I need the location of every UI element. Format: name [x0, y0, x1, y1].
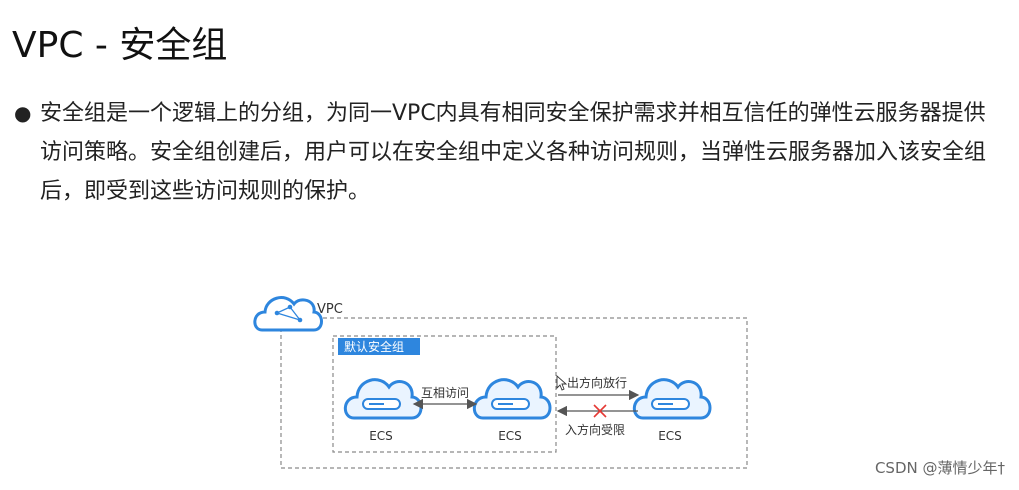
mutual-access-label: 互相访问 [421, 386, 469, 400]
ecs-label-1: ECS [369, 429, 393, 443]
ecs-label-3: ECS [658, 429, 682, 443]
ecs-cloud-icon [472, 378, 552, 420]
bullet-text: 安全组是一个逻辑上的分组，为同一VPC内具有相同安全保护需求并相互信任的弹性云服… [40, 101, 987, 204]
security-group-tag [338, 338, 420, 355]
slide-title: VPC - 安全组 [12, 25, 228, 66]
ecs-cloud-icon [632, 378, 712, 420]
ecs-label-2: ECS [498, 429, 522, 443]
vpc-label: VPC [317, 302, 343, 317]
vpc-cloud-icon [253, 296, 323, 332]
inbound-label: 入方向受限 [565, 422, 625, 437]
mouse-cursor-icon [556, 374, 568, 391]
bullet-item: ● 安全组是一个逻辑上的分组，为同一VPC内具有相同安全保护需求并相互信任的弹性… [14, 94, 1004, 211]
deny-cross-icon [593, 404, 607, 418]
bullet-dot-icon: ● [14, 101, 32, 125]
vpc-boundary [280, 317, 748, 469]
outbound-label: 出方向放行 [567, 375, 627, 390]
watermark: CSDN @薄情少年† [874, 459, 1005, 477]
ecs-cloud-icon [343, 378, 423, 420]
security-group-label: 默认安全组 [344, 339, 404, 354]
security-group-boundary [332, 335, 557, 453]
